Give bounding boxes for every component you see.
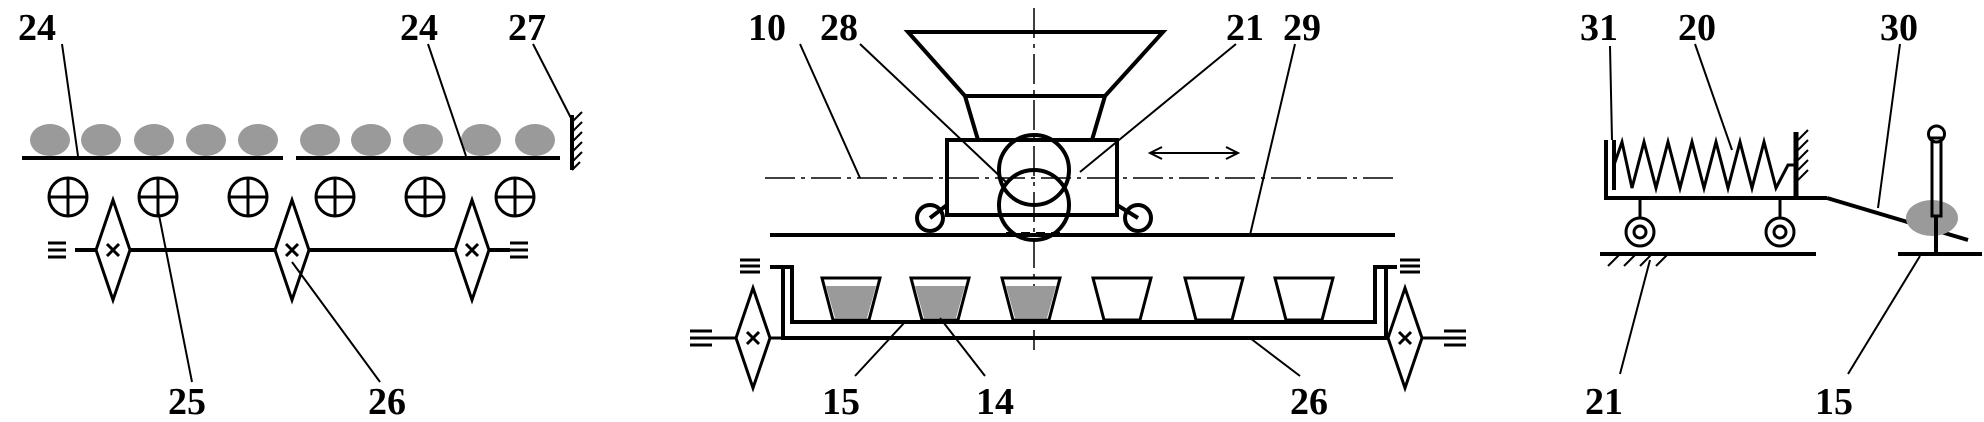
label-27: 27 <box>508 7 546 49</box>
label-29: 29 <box>1283 7 1321 49</box>
cup-conveyor-frame <box>770 265 1397 324</box>
label-14: 14 <box>976 381 1014 422</box>
drive-units <box>94 195 491 305</box>
label-28: 28 <box>820 7 858 49</box>
left-view: 24 24 27 25 26 <box>18 7 583 422</box>
cart-wheels <box>1624 198 1796 248</box>
left-leaders <box>61 43 573 383</box>
label-21-right: 21 <box>1585 381 1623 422</box>
label-26-middle: 26 <box>1290 381 1328 422</box>
right-view: 31 20 30 21 15 <box>1580 7 1982 422</box>
hopper <box>903 30 1168 142</box>
cup-conveyor-chain <box>781 267 1388 340</box>
right-leaders <box>1609 43 1921 375</box>
label-25: 25 <box>168 381 206 422</box>
label-26-left: 26 <box>368 381 406 422</box>
label-31: 31 <box>1580 7 1618 49</box>
label-15-middle: 15 <box>822 381 860 422</box>
filled-cups <box>826 286 1056 318</box>
spring <box>1612 136 1796 194</box>
middle-view: 10 28 21 29 15 14 26 <box>690 7 1466 422</box>
label-24-left: 24 <box>18 7 56 49</box>
label-20: 20 <box>1678 7 1716 49</box>
products-on-conveyor <box>30 124 555 156</box>
middle-drive-units <box>690 283 1466 393</box>
cups <box>820 276 1335 322</box>
ground-hatching <box>1607 253 1669 267</box>
cart-wall-hatching <box>1797 129 1809 181</box>
wall-hatching <box>571 111 583 171</box>
label-24-right: 24 <box>400 7 438 49</box>
product-on-ramp <box>1906 200 1958 236</box>
conveyor-end-marks <box>740 258 1420 274</box>
support-rollers <box>47 176 536 218</box>
probe-head <box>1927 124 1946 144</box>
label-21-middle: 21 <box>1226 7 1264 49</box>
movement-arrow <box>1147 146 1241 160</box>
middle-leaders <box>799 43 1301 377</box>
label-15-right: 15 <box>1815 381 1853 422</box>
carriage-wheels <box>915 203 1153 233</box>
label-30: 30 <box>1880 7 1918 49</box>
cart-frame <box>1604 140 1827 200</box>
label-10: 10 <box>748 7 786 49</box>
shaft-ends <box>48 241 528 259</box>
